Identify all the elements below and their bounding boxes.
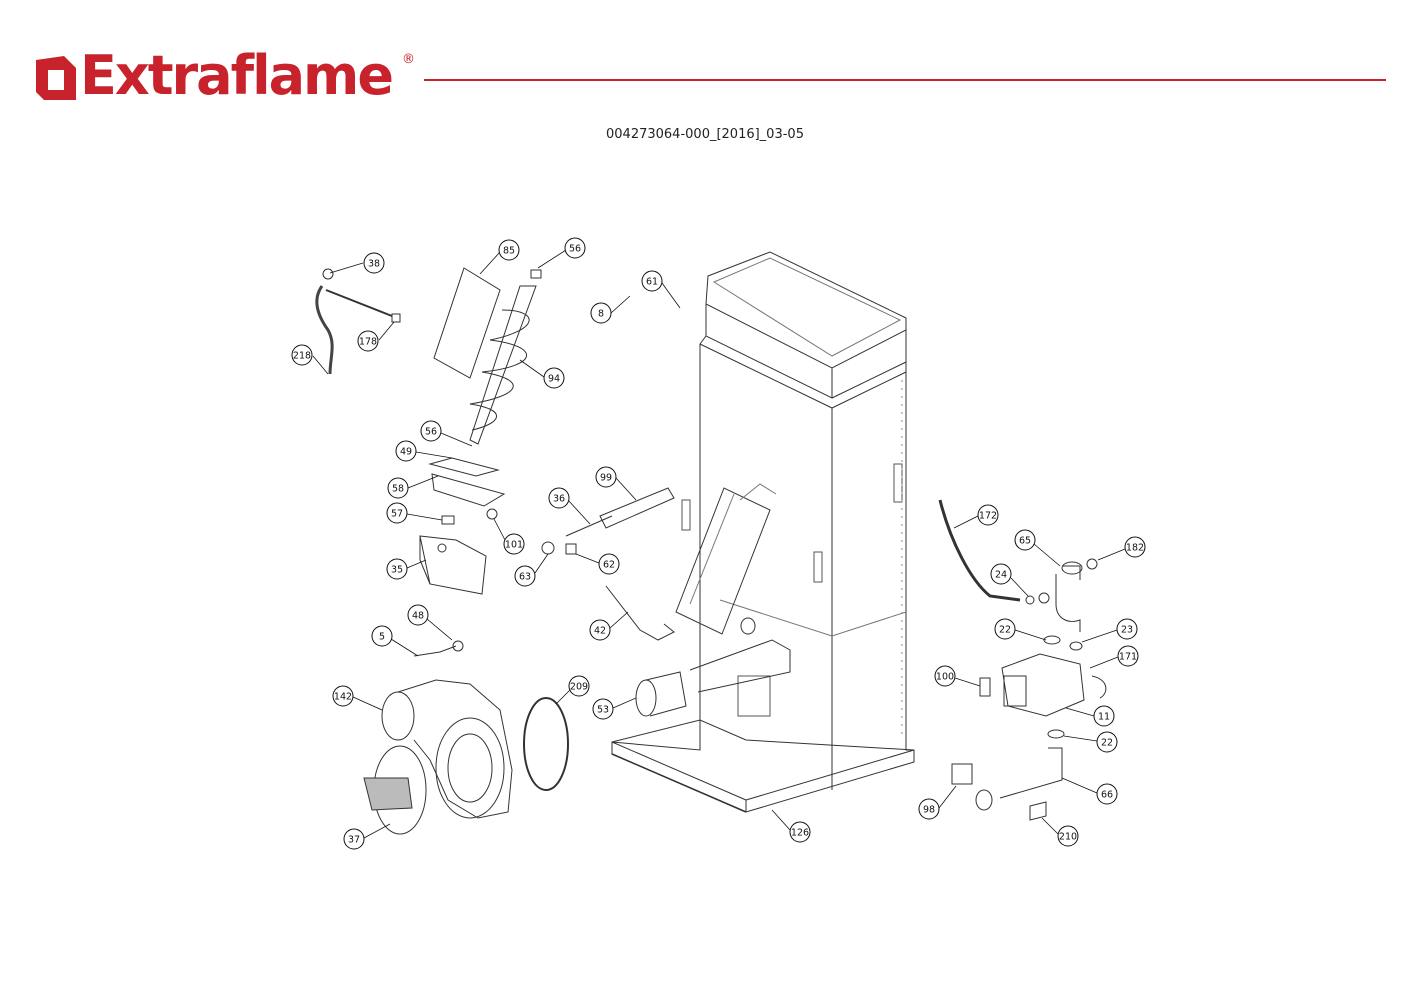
callout-label: 210 xyxy=(1059,832,1077,843)
callout-label: 178 xyxy=(359,337,377,348)
gear-motor-assembly xyxy=(419,457,506,595)
callout-c37: 37 xyxy=(343,823,391,850)
callout-label: 24 xyxy=(995,570,1007,581)
callout-c24: 24 xyxy=(990,563,1029,597)
callouts: 38 85 56 61 8 178 21 xyxy=(291,237,1146,850)
callout-c56a: 56 xyxy=(537,237,586,269)
callout-label: 171 xyxy=(1119,652,1137,663)
flame-logo-icon xyxy=(36,56,76,100)
callout-c23: 23 xyxy=(1081,618,1138,643)
callout-c48: 48 xyxy=(407,604,453,641)
callout-label: 49 xyxy=(400,447,412,458)
callout-label: 85 xyxy=(503,246,515,257)
callout-c5: 5 xyxy=(371,625,419,657)
callout-c22b: 22 xyxy=(1063,731,1118,753)
callout-label: 56 xyxy=(425,427,437,438)
callout-label: 23 xyxy=(1121,625,1133,636)
callout-c182: 182 xyxy=(1097,536,1146,561)
callout-label: 99 xyxy=(600,473,612,484)
callout-c57: 57 xyxy=(386,502,443,524)
callout-label: 8 xyxy=(598,309,604,320)
main-cabinet xyxy=(611,251,915,813)
callout-c94: 94 xyxy=(519,359,565,389)
callout-c58: 58 xyxy=(387,475,439,499)
callout-label: 5 xyxy=(379,632,385,643)
callout-label: 58 xyxy=(392,484,404,495)
callout-c172: 172 xyxy=(953,504,999,529)
brand-name: Extraflame xyxy=(80,44,394,107)
callout-label: 98 xyxy=(923,805,935,816)
callout-label: 11 xyxy=(1098,712,1110,723)
callout-label: 48 xyxy=(412,611,424,622)
callout-c11: 11 xyxy=(1065,705,1115,727)
callout-c65: 65 xyxy=(1014,529,1061,567)
callout-c99: 99 xyxy=(595,466,637,501)
callout-label: 182 xyxy=(1126,543,1144,554)
ignitor-assembly xyxy=(541,487,675,641)
callout-label: 218 xyxy=(293,351,311,362)
callout-c126: 126 xyxy=(771,809,811,843)
callout-label: 126 xyxy=(791,828,809,839)
callout-c85: 85 xyxy=(479,239,520,275)
parts-drawing xyxy=(315,251,1107,835)
callout-c22a: 22 xyxy=(994,618,1047,641)
callout-label: 66 xyxy=(1101,790,1113,801)
callout-c210: 210 xyxy=(1041,817,1079,847)
document-code: 004273064-000_[2016]_03-05 xyxy=(606,127,804,142)
duct-assembly xyxy=(635,617,791,717)
callout-label: 37 xyxy=(348,835,360,846)
callout-label: 94 xyxy=(548,374,560,385)
auger-assembly xyxy=(433,267,542,445)
callout-c171: 171 xyxy=(1089,645,1139,669)
callout-label: 56 xyxy=(569,244,581,255)
page-header: Extraflame ® xyxy=(0,0,1410,120)
callout-label: 53 xyxy=(597,705,609,716)
callout-label: 57 xyxy=(391,509,403,520)
callout-c98: 98 xyxy=(918,785,957,820)
callout-c38: 38 xyxy=(329,252,385,274)
header-divider xyxy=(424,79,1386,81)
callout-label: 36 xyxy=(553,494,565,505)
callout-c35: 35 xyxy=(386,558,427,580)
callout-label: 61 xyxy=(646,277,658,288)
callout-c100: 100 xyxy=(934,665,981,687)
callout-c36: 36 xyxy=(548,487,591,525)
registered-mark: ® xyxy=(402,52,415,67)
callout-label: 100 xyxy=(936,672,954,683)
callout-c101: 101 xyxy=(493,518,525,555)
callout-c63: 63 xyxy=(514,553,549,587)
callout-c209: 209 xyxy=(555,675,590,705)
callout-label: 22 xyxy=(1101,738,1113,749)
callout-c53: 53 xyxy=(592,697,637,720)
callout-label: 209 xyxy=(570,682,588,693)
callout-label: 22 xyxy=(999,625,1011,636)
cable-assembly xyxy=(315,268,401,375)
callout-c218: 218 xyxy=(291,344,329,375)
callout-label: 42 xyxy=(594,626,606,637)
callout-c178: 178 xyxy=(357,321,395,352)
callout-label: 101 xyxy=(505,540,523,551)
callout-c56b: 56 xyxy=(420,420,473,447)
callout-c49: 49 xyxy=(395,440,453,462)
callout-label: 172 xyxy=(979,511,997,522)
callout-label: 65 xyxy=(1019,536,1031,547)
callout-c66: 66 xyxy=(1061,777,1118,805)
callout-label: 38 xyxy=(368,259,380,270)
callout-label: 35 xyxy=(391,565,403,576)
callout-label: 142 xyxy=(334,692,352,703)
callout-c61: 61 xyxy=(641,270,681,309)
callout-c8: 8 xyxy=(590,295,631,324)
callout-label: 62 xyxy=(603,560,615,571)
hydraulic-assembly xyxy=(938,499,1107,821)
callout-c62: 62 xyxy=(575,553,620,575)
callout-label: 63 xyxy=(519,572,531,583)
callout-c142: 142 xyxy=(332,685,383,711)
callout-c42: 42 xyxy=(589,611,629,641)
fan-assembly xyxy=(363,640,569,835)
